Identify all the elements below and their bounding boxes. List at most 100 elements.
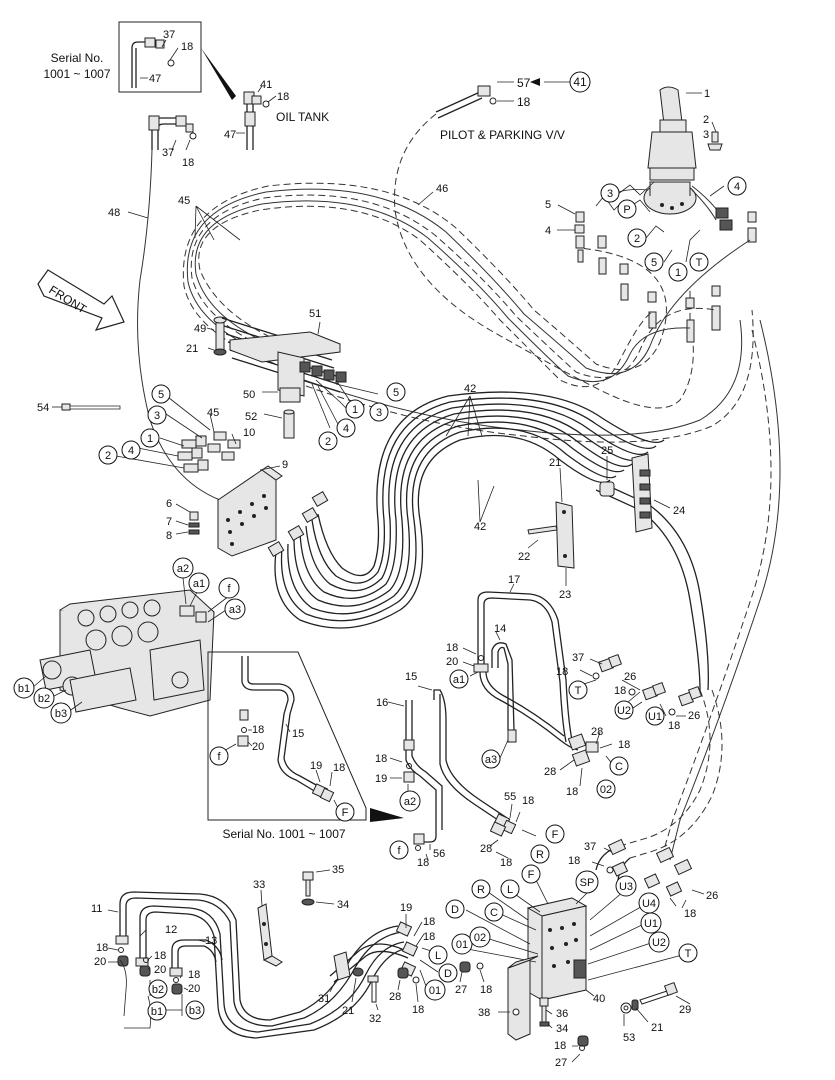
circled-port-1: 1 (352, 404, 358, 416)
callout-22: 22 (518, 551, 530, 563)
circled-port-2: 2 (105, 450, 111, 462)
callout-45: 45 (178, 195, 190, 207)
callout-8: 8 (166, 530, 172, 542)
joystick-fittings (557, 204, 757, 343)
callout-18: 18 (333, 762, 345, 774)
circled-port-f: f (397, 845, 401, 857)
oil-tank-fitting (236, 85, 277, 150)
circled-port-R: R (536, 849, 544, 861)
circled-port-b2: b2 (152, 984, 164, 996)
circled-port-F: F (342, 807, 349, 819)
callout-34: 34 (337, 899, 349, 911)
callout-18: 18 (181, 41, 193, 53)
bracket-33 (257, 869, 335, 967)
callout-18: 18 (423, 931, 435, 943)
callout-7: 7 (166, 516, 172, 528)
callout-26: 26 (688, 710, 700, 722)
callout-18: 18 (417, 857, 429, 869)
callout-18: 18 (614, 685, 626, 697)
callout-20: 20 (94, 956, 106, 968)
callout-18: 18 (96, 942, 108, 954)
circled-port-F: F (528, 869, 535, 881)
hoses-right-lower (591, 319, 781, 909)
circled-port-3: 3 (607, 188, 613, 200)
callout-18: 18 (522, 795, 534, 807)
circled-port-a1: a1 (193, 578, 205, 590)
callout-18: 18 (500, 857, 512, 869)
circled-port-01: 01 (456, 939, 468, 951)
callout-45: 45 (207, 407, 219, 419)
callout-18: 18 (446, 642, 458, 654)
callout-3: 3 (703, 129, 709, 141)
circled-port-02: 02 (600, 784, 612, 796)
callout-36: 36 (556, 1008, 568, 1020)
valve-block-fittings (459, 961, 485, 983)
callout-52: 52 (245, 411, 257, 423)
circled-port-5: 5 (158, 389, 164, 401)
callout-50: 50 (243, 389, 255, 401)
callout-18: 18 (188, 969, 200, 981)
callout-18: 18 (556, 666, 568, 678)
callout-20: 20 (188, 983, 200, 995)
callout-26: 26 (624, 671, 636, 683)
circled-port-a2: a2 (404, 796, 416, 808)
callout-18: 18 (618, 739, 630, 751)
fitting-bracket (115, 393, 283, 557)
pilot-hose-46 (394, 78, 694, 409)
callout-18: 18 (375, 753, 387, 765)
serial-inset-label: Serial No. 1001 ~ 1007 (222, 827, 345, 841)
callout-23: 23 (559, 589, 571, 601)
hose-bundle-42 (267, 391, 709, 691)
circled-port-U2: U2 (652, 937, 666, 949)
pilot-parking-valve-label: PILOT & PARKING V/V (440, 128, 565, 142)
callout-18: 18 (182, 157, 194, 169)
callout-18: 18 (517, 95, 531, 109)
circled-port-f: f (227, 583, 231, 595)
circled-port-T: T (575, 685, 582, 697)
circled-port-D: D (451, 904, 459, 916)
circled-port-U3: U3 (619, 881, 633, 893)
callout-42: 42 (474, 521, 486, 533)
callout-13: 13 (205, 935, 217, 947)
callout-17: 17 (508, 574, 520, 586)
callout-20: 20 (154, 964, 166, 976)
callout-16: 16 (376, 697, 388, 709)
callout-21: 21 (186, 343, 198, 355)
callout-5: 5 (545, 199, 551, 211)
callout-37: 37 (572, 652, 584, 664)
circled-port-a3: a3 (229, 604, 241, 616)
callout-15: 15 (292, 728, 304, 740)
callout-4: 4 (545, 225, 551, 237)
front-arrow (37, 269, 125, 331)
hose-clamp (527, 453, 671, 586)
callout-20: 20 (252, 741, 264, 753)
callout-32: 32 (369, 1013, 381, 1025)
callout-11: 11 (91, 903, 102, 915)
circled-port-4: 4 (734, 181, 740, 193)
callout-18: 18 (566, 786, 578, 798)
valve-bracket (498, 955, 589, 1063)
callout-28: 28 (544, 766, 556, 778)
callout-31: 31 (318, 993, 330, 1005)
circled-port-02: 02 (474, 932, 486, 944)
circled-port-2: 2 (325, 436, 331, 448)
callout-28: 28 (591, 726, 603, 738)
hose-bundle-45 (182, 182, 754, 443)
circled-port-C: C (490, 907, 498, 919)
callout-9: 9 (282, 459, 288, 471)
circled-port-SP: SP (580, 877, 595, 889)
callout-56: 56 (433, 848, 445, 860)
callout-18: 18 (423, 916, 435, 928)
callout-35: 35 (332, 864, 344, 876)
circled-port-5: 5 (393, 387, 399, 399)
callout-41: 41 (260, 79, 272, 91)
circled-port-D: D (444, 968, 452, 980)
callout-37: 37 (163, 29, 175, 41)
circled-port-U1: U1 (644, 918, 658, 930)
callout-25: 25 (601, 445, 613, 457)
clamp-31 (329, 951, 420, 1011)
callout-10: 10 (243, 427, 255, 439)
circled-port-b3: b3 (189, 1005, 201, 1017)
pipes-17-14 (462, 583, 615, 787)
